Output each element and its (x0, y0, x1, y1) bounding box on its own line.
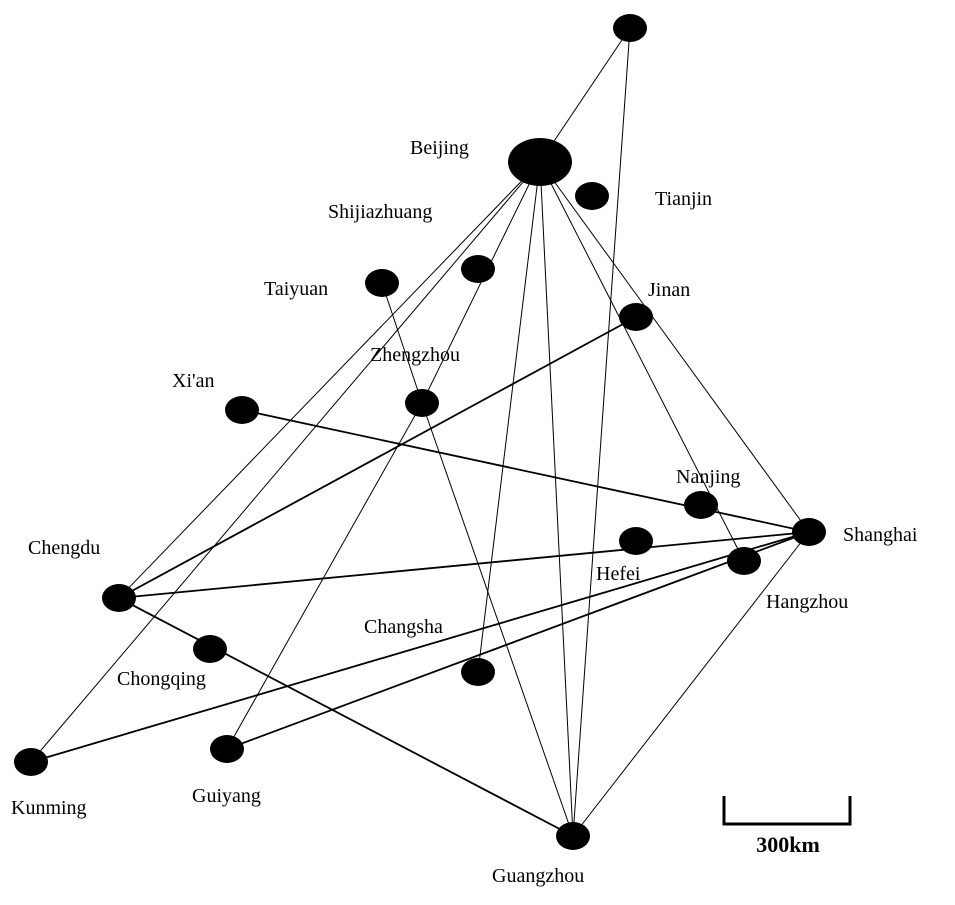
link-beijing-kunming (30, 161, 541, 763)
city-label-guangzhou: Guangzhou (492, 865, 584, 887)
link-beijing-guangzhou (539, 161, 574, 837)
city-label-tianjin: Tianjin (655, 188, 712, 210)
city-label-nanjing: Nanjing (676, 466, 740, 488)
city-node-chongqing (193, 635, 227, 663)
city-label-hefei: Hefei (596, 563, 641, 585)
link-taiyuan-zhengzhou (381, 282, 423, 404)
city-node-nanjing (684, 491, 718, 519)
link-chengdu-shanghai (118, 531, 810, 599)
city-label-hangzhou: Hangzhou (766, 591, 848, 613)
city-label-taiyuan: Taiyuan (264, 278, 328, 300)
city-label-chongqing: Chongqing (117, 668, 206, 690)
city-node-shanghai (792, 518, 826, 546)
network-links (30, 27, 810, 837)
city-nodes (14, 14, 826, 850)
city-node-chengdu (102, 584, 136, 612)
city-label-zhengzhou: Zhengzhou (370, 344, 460, 366)
city-label-chengdu: Chengdu (28, 537, 100, 559)
city-node-guiyang (210, 735, 244, 763)
city-node-shijiazhuang (461, 255, 495, 283)
city-label-jinan: Jinan (648, 279, 690, 301)
city-node-kunming (14, 748, 48, 776)
scale-bar-line (722, 796, 852, 826)
link-guiyang-shanghai (226, 531, 810, 750)
link-jinan-chengdu (118, 316, 637, 599)
city-node-guangzhou (556, 822, 590, 850)
link-harbin-guangzhou (572, 27, 631, 837)
scale-bar: 300km (722, 796, 852, 857)
link-zhengzhou-guiyang (226, 402, 423, 750)
city-node-taiyuan (365, 269, 399, 297)
city-label-changsha: Changsha (364, 616, 443, 638)
link-kunming-shanghai (30, 531, 810, 763)
city-node-tianjin (575, 182, 609, 210)
city-label-guiyang: Guiyang (192, 785, 261, 807)
link-shanghai-guangzhou (572, 531, 810, 837)
city-node-harbin (613, 14, 647, 42)
city-node-hangzhou (727, 547, 761, 575)
link-chengdu-guangzhou (118, 597, 574, 837)
link-zhengzhou-guangzhou (421, 402, 574, 837)
city-node-zhengzhou (405, 389, 439, 417)
city-label-shanghai: Shanghai (843, 524, 918, 546)
city-node-changsha (461, 658, 495, 686)
city-label-xian: Xi'an (172, 370, 214, 392)
city-node-beijing (508, 138, 572, 186)
city-node-jinan (619, 303, 653, 331)
city-label-shijiazhuang: Shijiazhuang (328, 201, 432, 223)
link-beijing-changsha (477, 161, 541, 673)
link-beijing-harbin (539, 27, 631, 163)
scale-label: 300km (756, 832, 820, 857)
link-beijing-chengdu (118, 161, 541, 599)
link-beijing-shanghai (539, 161, 810, 533)
city-node-hefei (619, 527, 653, 555)
city-node-xian (225, 396, 259, 424)
city-label-kunming: Kunming (11, 797, 87, 819)
city-label-beijing: Beijing (410, 137, 469, 159)
